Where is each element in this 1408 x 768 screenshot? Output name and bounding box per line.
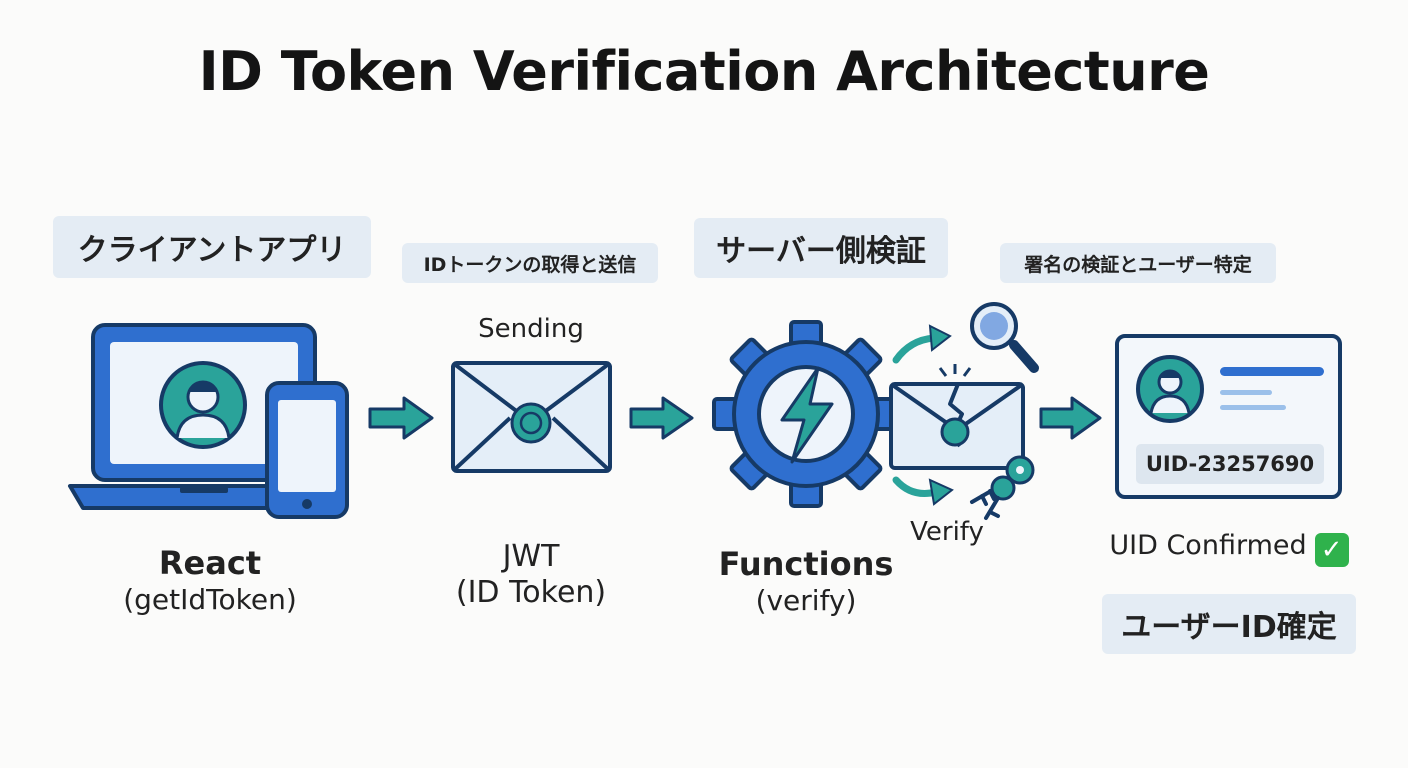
magnifier-icon — [970, 302, 1039, 373]
client-label-main: React — [158, 544, 262, 582]
sending-label: Sending — [478, 314, 584, 344]
arrow-right-icon — [368, 396, 434, 440]
user-avatar-icon — [159, 361, 247, 449]
uid-value: UID-23257690 — [1145, 452, 1315, 476]
server-label: Functions (verify) — [680, 545, 932, 619]
seal-icon — [510, 402, 552, 444]
jwt-label-sub: (ID Token) — [455, 575, 607, 610]
send-caption: IDトークンの取得と送信 — [402, 243, 658, 283]
arrow-right-icon — [629, 396, 694, 440]
client-label: React (getIdToken) — [60, 544, 360, 618]
server-heading: サーバー側検証 — [694, 218, 948, 278]
jwt-label: JWT (ID Token) — [400, 539, 662, 611]
jwt-label-main: JWT — [502, 539, 560, 574]
uid-confirmed-label: UID Confirmed — [1109, 530, 1307, 561]
server-label-main: Functions — [718, 545, 894, 583]
server-label-sub: (verify) — [755, 584, 857, 617]
arrow-right-icon — [892, 476, 954, 506]
arrow-right-icon — [1039, 396, 1102, 440]
client-heading: クライアントアプリ — [53, 216, 371, 278]
smartphone-icon — [265, 381, 349, 519]
page-title: ID Token Verification Architecture — [198, 40, 1210, 103]
result-heading: ユーザーID確定 — [1102, 594, 1356, 654]
broken-envelope-icon — [889, 364, 1025, 470]
uid-confirmed-row: UID Confirmed✓ — [1098, 530, 1360, 567]
arrow-right-icon — [892, 324, 952, 364]
lightning-icon — [780, 366, 834, 464]
client-label-sub: (getIdToken) — [123, 583, 297, 616]
id-card-icon — [1115, 334, 1342, 499]
verify-label: Verify — [910, 517, 984, 547]
verify-caption: 署名の検証とユーザー特定 — [1000, 243, 1276, 283]
key-icon — [970, 455, 1035, 520]
check-icon: ✓ — [1314, 533, 1349, 567]
